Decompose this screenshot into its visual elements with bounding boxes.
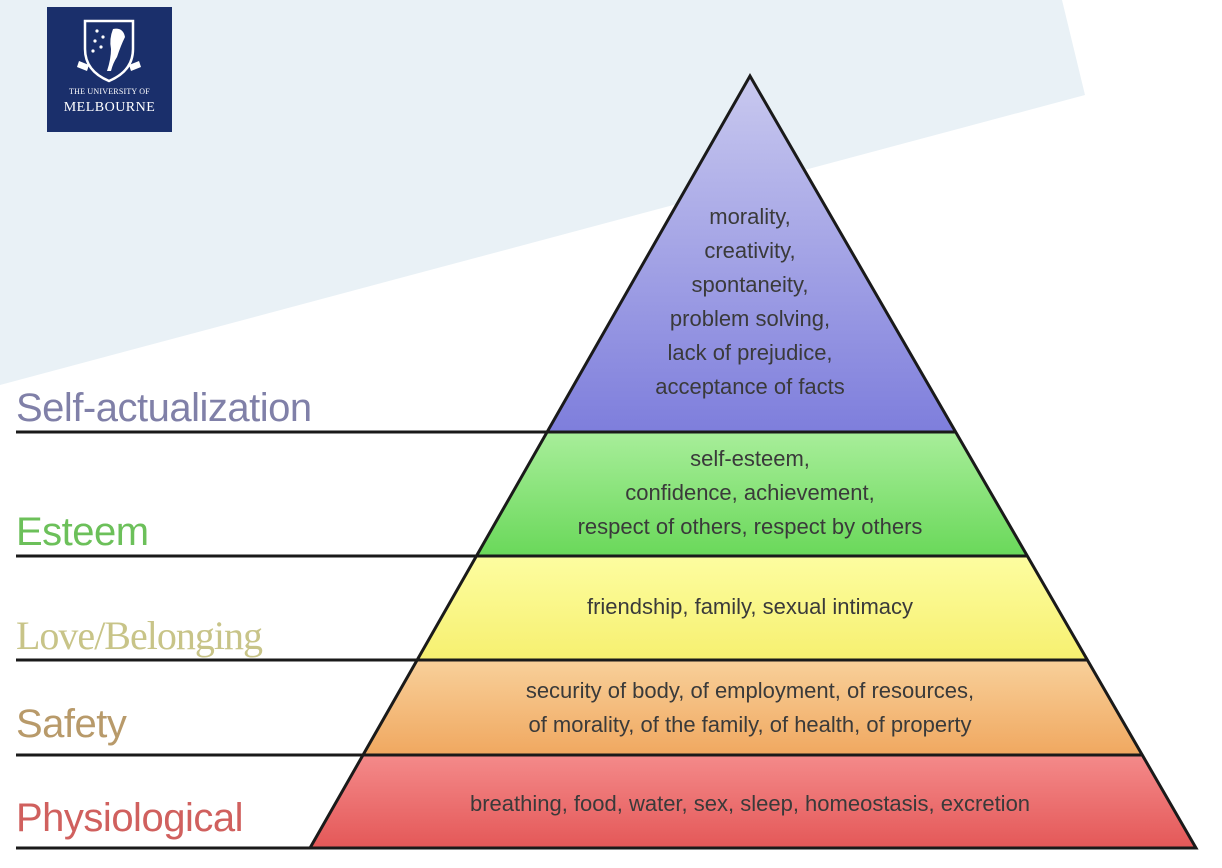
- tier-love-belonging: [417, 556, 1088, 660]
- tier-text-love-belonging: friendship, family, sexual intimacy: [586, 594, 914, 619]
- tier-self-actualization: [547, 76, 956, 432]
- label-esteem: Esteem: [16, 510, 149, 554]
- tier-text-self-actualization: morality, creativity, spontaneity, probl…: [655, 204, 845, 399]
- tier-physiological: [310, 755, 1196, 848]
- background-band-shape: [0, 0, 1085, 385]
- logo-text-line2: MELBOURNE: [63, 100, 156, 115]
- tier-text-physiological: breathing, food, water, sex, sleep, home…: [469, 791, 1031, 816]
- university-logo: THE UNIVERSITY OF MELBOURNE: [47, 7, 172, 132]
- label-self-actualization: Self-actualization: [16, 386, 312, 430]
- tier-esteem: [476, 432, 1028, 556]
- tier-safety: [363, 660, 1143, 755]
- tier-text-safety: security of body, of employment, of reso…: [525, 678, 975, 737]
- pyramid-outline: [307, 72, 1199, 850]
- label-physiological: Physiological: [16, 796, 243, 840]
- university-crest-icon: [77, 19, 141, 83]
- tier-text-esteem: self-esteem, confidence, achievement, re…: [577, 446, 923, 539]
- logo-text-line1: THE UNIVERSITY OF: [69, 87, 150, 96]
- label-safety: Safety: [16, 702, 127, 746]
- label-love-belonging: Love/Belonging: [16, 613, 263, 658]
